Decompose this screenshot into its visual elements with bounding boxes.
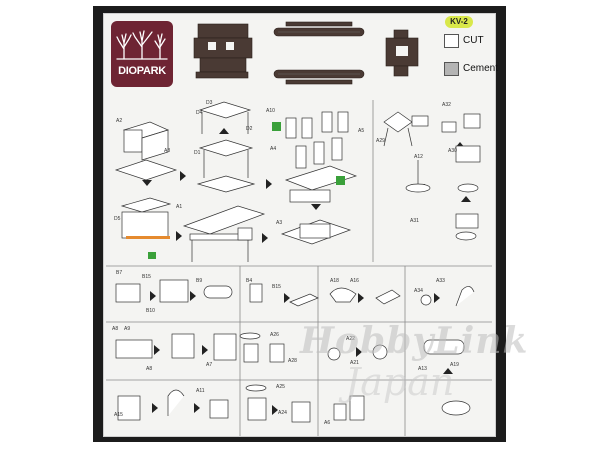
part-label: A2 xyxy=(116,118,122,124)
part-label: B15 xyxy=(272,284,281,290)
part-label: B9 xyxy=(196,278,202,284)
part-label: D4 xyxy=(196,110,203,116)
part-label: A8 xyxy=(146,366,152,372)
part-label: A32 xyxy=(442,102,451,108)
part-label: A25 xyxy=(276,384,285,390)
part-label: A10 xyxy=(266,108,275,114)
part-label: D5 xyxy=(114,216,121,222)
part-label: A15 xyxy=(114,412,123,418)
watermark-line2: Japan xyxy=(345,360,455,404)
cut-legend-swatch xyxy=(444,34,459,48)
brand-logo: DIOPARK xyxy=(111,21,173,87)
part-label: A18 xyxy=(330,278,339,284)
part-label: A21 xyxy=(350,360,359,366)
part-label: A33 xyxy=(436,278,445,284)
cement-legend-label: Cement xyxy=(463,63,499,74)
watermark-line1: HobbyLink xyxy=(300,320,529,362)
cement-legend-swatch xyxy=(444,62,459,76)
part-label: A30 xyxy=(448,148,457,154)
brand-name: DIOPARK xyxy=(118,65,166,77)
part-label: A34 xyxy=(414,288,423,294)
part-label: A13 xyxy=(418,366,427,372)
part-label: D1 xyxy=(194,150,201,156)
part-label: A6 xyxy=(324,420,330,426)
part-label: A12 xyxy=(414,154,423,160)
part-label: A22 xyxy=(346,336,355,342)
part-label: A9 xyxy=(124,326,130,332)
kit-code-badge: KV-2 xyxy=(445,16,473,28)
part-label: A19 xyxy=(450,362,459,368)
part-label: A31 xyxy=(410,218,419,224)
part-label: A4 xyxy=(270,146,276,152)
step-arrow xyxy=(142,180,152,186)
part-label: B4 xyxy=(246,278,252,284)
part-label: B7 xyxy=(116,270,122,276)
tree-logo-icon xyxy=(116,30,168,60)
part-label: A3 xyxy=(276,220,282,226)
part-label: A8 xyxy=(112,326,118,332)
parts-sprue xyxy=(193,21,419,85)
green-check-icon xyxy=(148,122,345,259)
part-label: A16 xyxy=(350,278,359,284)
part-label: B15 xyxy=(142,274,151,280)
part-label: A28 xyxy=(288,358,297,364)
cut-legend-label: CUT xyxy=(463,35,484,46)
part-label: A29 xyxy=(376,138,385,144)
part-label: A26 xyxy=(270,332,279,338)
part-label: A1 xyxy=(176,204,182,210)
part-label: A7 xyxy=(206,362,212,368)
part-label: A8 xyxy=(164,148,170,154)
part-label: B10 xyxy=(146,308,155,314)
part-label: D3 xyxy=(206,100,213,106)
part-label: A24 xyxy=(278,410,287,416)
part-label: A11 xyxy=(196,388,205,394)
part-label: A5 xyxy=(358,128,364,134)
assembly-steps: A2 A8 D5 A1 D4 D3 D2 D1 A10 A4 A5 A3 A29… xyxy=(106,100,492,436)
part-label: D2 xyxy=(246,126,253,132)
